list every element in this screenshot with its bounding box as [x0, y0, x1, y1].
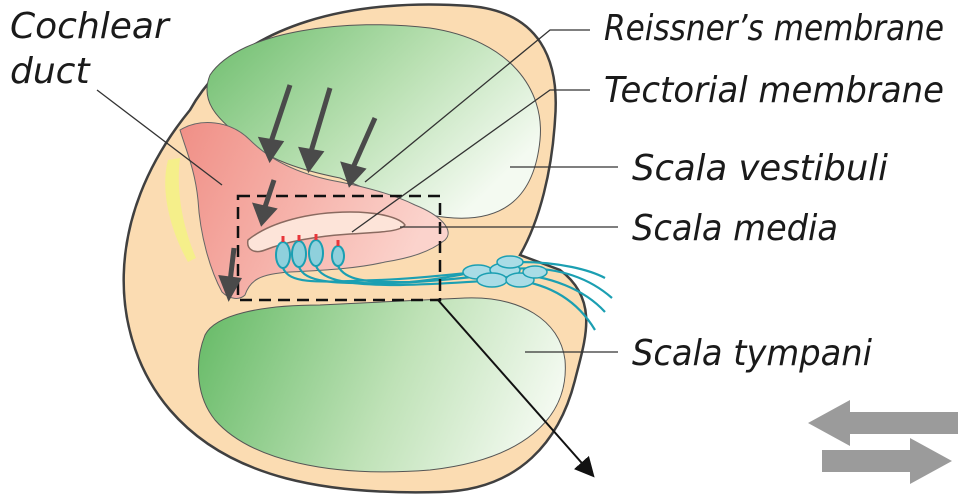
label-tectorial-membrane: Tectorial membrane	[604, 70, 944, 111]
label-cochlear-duct-line1: Cochlear	[10, 6, 171, 47]
label-cochlear-duct-line2: duct	[10, 51, 91, 92]
scala-tympani-chamber	[198, 298, 565, 472]
right-arrow-icon	[822, 438, 952, 484]
label-scala-vestibuli: Scala vestibuli	[632, 148, 888, 189]
label-scala-media: Scala media	[632, 208, 838, 249]
label-scala-tympani: Scala tympani	[632, 333, 872, 374]
label-reissners-membrane: Reissner’s membrane	[604, 8, 944, 49]
gray-bidirectional-arrows	[808, 400, 958, 484]
left-arrow-icon	[808, 400, 958, 446]
